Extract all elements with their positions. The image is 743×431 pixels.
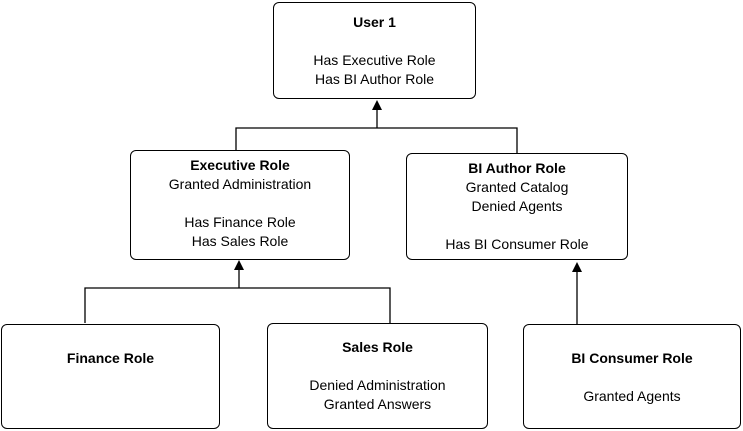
node-sales-title: Sales Role <box>342 339 413 355</box>
node-finance-title: Finance Role <box>66 350 155 366</box>
node-bi-author-line-1: Granted Catalog <box>465 179 569 195</box>
node-user1-title: User 1 <box>353 14 396 30</box>
node-user1-line-2: Has BI Author Role <box>314 71 435 87</box>
node-executive-line-1: Granted Administration <box>168 176 312 192</box>
node-sales-role: Sales Role Denied Administration Granted… <box>267 323 488 429</box>
connector-bi-author-to-user1 <box>377 127 518 153</box>
node-finance-role: Finance Role <box>1 324 220 429</box>
node-sales-line-2: Granted Answers <box>323 396 432 412</box>
node-bi-consumer-line-1: Granted Agents <box>583 388 681 404</box>
connector-sales-to-executive <box>239 287 391 323</box>
node-executive-line-3: Has Sales Role <box>191 233 289 249</box>
node-bi-author-title: BI Author Role <box>468 160 566 176</box>
connector-executive-to-user1 <box>235 127 377 150</box>
node-bi-consumer-role: BI Consumer Role Granted Agents <box>523 324 741 429</box>
node-user1-line-1: Has Executive Role <box>313 52 436 68</box>
node-executive-line-2: Has Finance Role <box>184 214 296 230</box>
node-bi-consumer-title: BI Consumer Role <box>571 350 693 366</box>
node-executive-role: Executive Role Granted Administration Ha… <box>130 150 350 260</box>
node-bi-author-role: BI Author Role Granted Catalog Denied Ag… <box>406 153 628 260</box>
node-user1: User 1 Has Executive Role Has BI Author … <box>273 2 476 99</box>
arrowhead-user1 <box>372 100 382 110</box>
node-sales-line-1: Denied Administration <box>309 377 446 393</box>
node-bi-author-line-3: Has BI Consumer Role <box>445 236 589 252</box>
node-bi-author-line-2: Denied Agents <box>471 198 563 214</box>
arrowhead-bi-author <box>572 262 582 272</box>
node-executive-title: Executive Role <box>190 157 290 173</box>
arrowhead-executive <box>234 260 244 270</box>
connector-finance-to-executive <box>84 287 239 323</box>
